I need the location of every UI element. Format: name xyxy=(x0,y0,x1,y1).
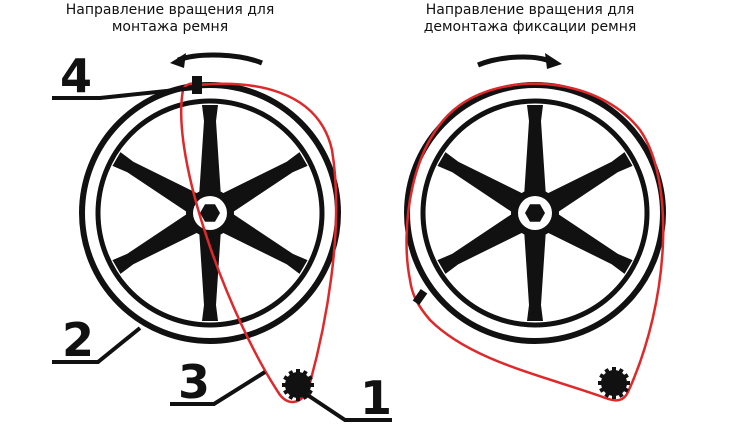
callout-2: 2 xyxy=(52,313,142,367)
callout-2-number: 2 xyxy=(62,313,94,367)
callout-3: 3 xyxy=(170,355,267,409)
belt-clip-marker-right xyxy=(412,288,428,306)
right-caption: Направление вращения для демонтажа фикса… xyxy=(380,2,680,36)
callout-4-number: 4 xyxy=(60,49,92,103)
callout-1-number: 1 xyxy=(360,371,392,425)
left-caption-line2: монтажа ремня xyxy=(111,19,229,35)
left-caption: Направление вращения для монтажа ремня xyxy=(20,2,320,36)
callout-1: 1 xyxy=(298,371,392,425)
callout-3-number: 3 xyxy=(178,355,210,409)
right-drum-pulley xyxy=(407,85,663,341)
right-belt xyxy=(405,82,665,402)
left-drum-pulley xyxy=(82,85,338,341)
belt-clip-marker xyxy=(192,76,202,94)
left-caption-line1: Направление вращения для xyxy=(65,2,275,18)
right-motor-pulley xyxy=(598,367,630,399)
right-caption-line2: демонтажа фиксации ремня xyxy=(423,19,637,35)
arrow-left-head-icon xyxy=(170,53,186,68)
arrow-right-curved-icon xyxy=(477,54,554,68)
arrow-left-curved-icon xyxy=(177,52,263,66)
right-caption-line1: Направление вращения для xyxy=(425,2,635,18)
arrow-right-head-icon xyxy=(545,53,562,69)
callout-4: 4 xyxy=(52,49,196,103)
